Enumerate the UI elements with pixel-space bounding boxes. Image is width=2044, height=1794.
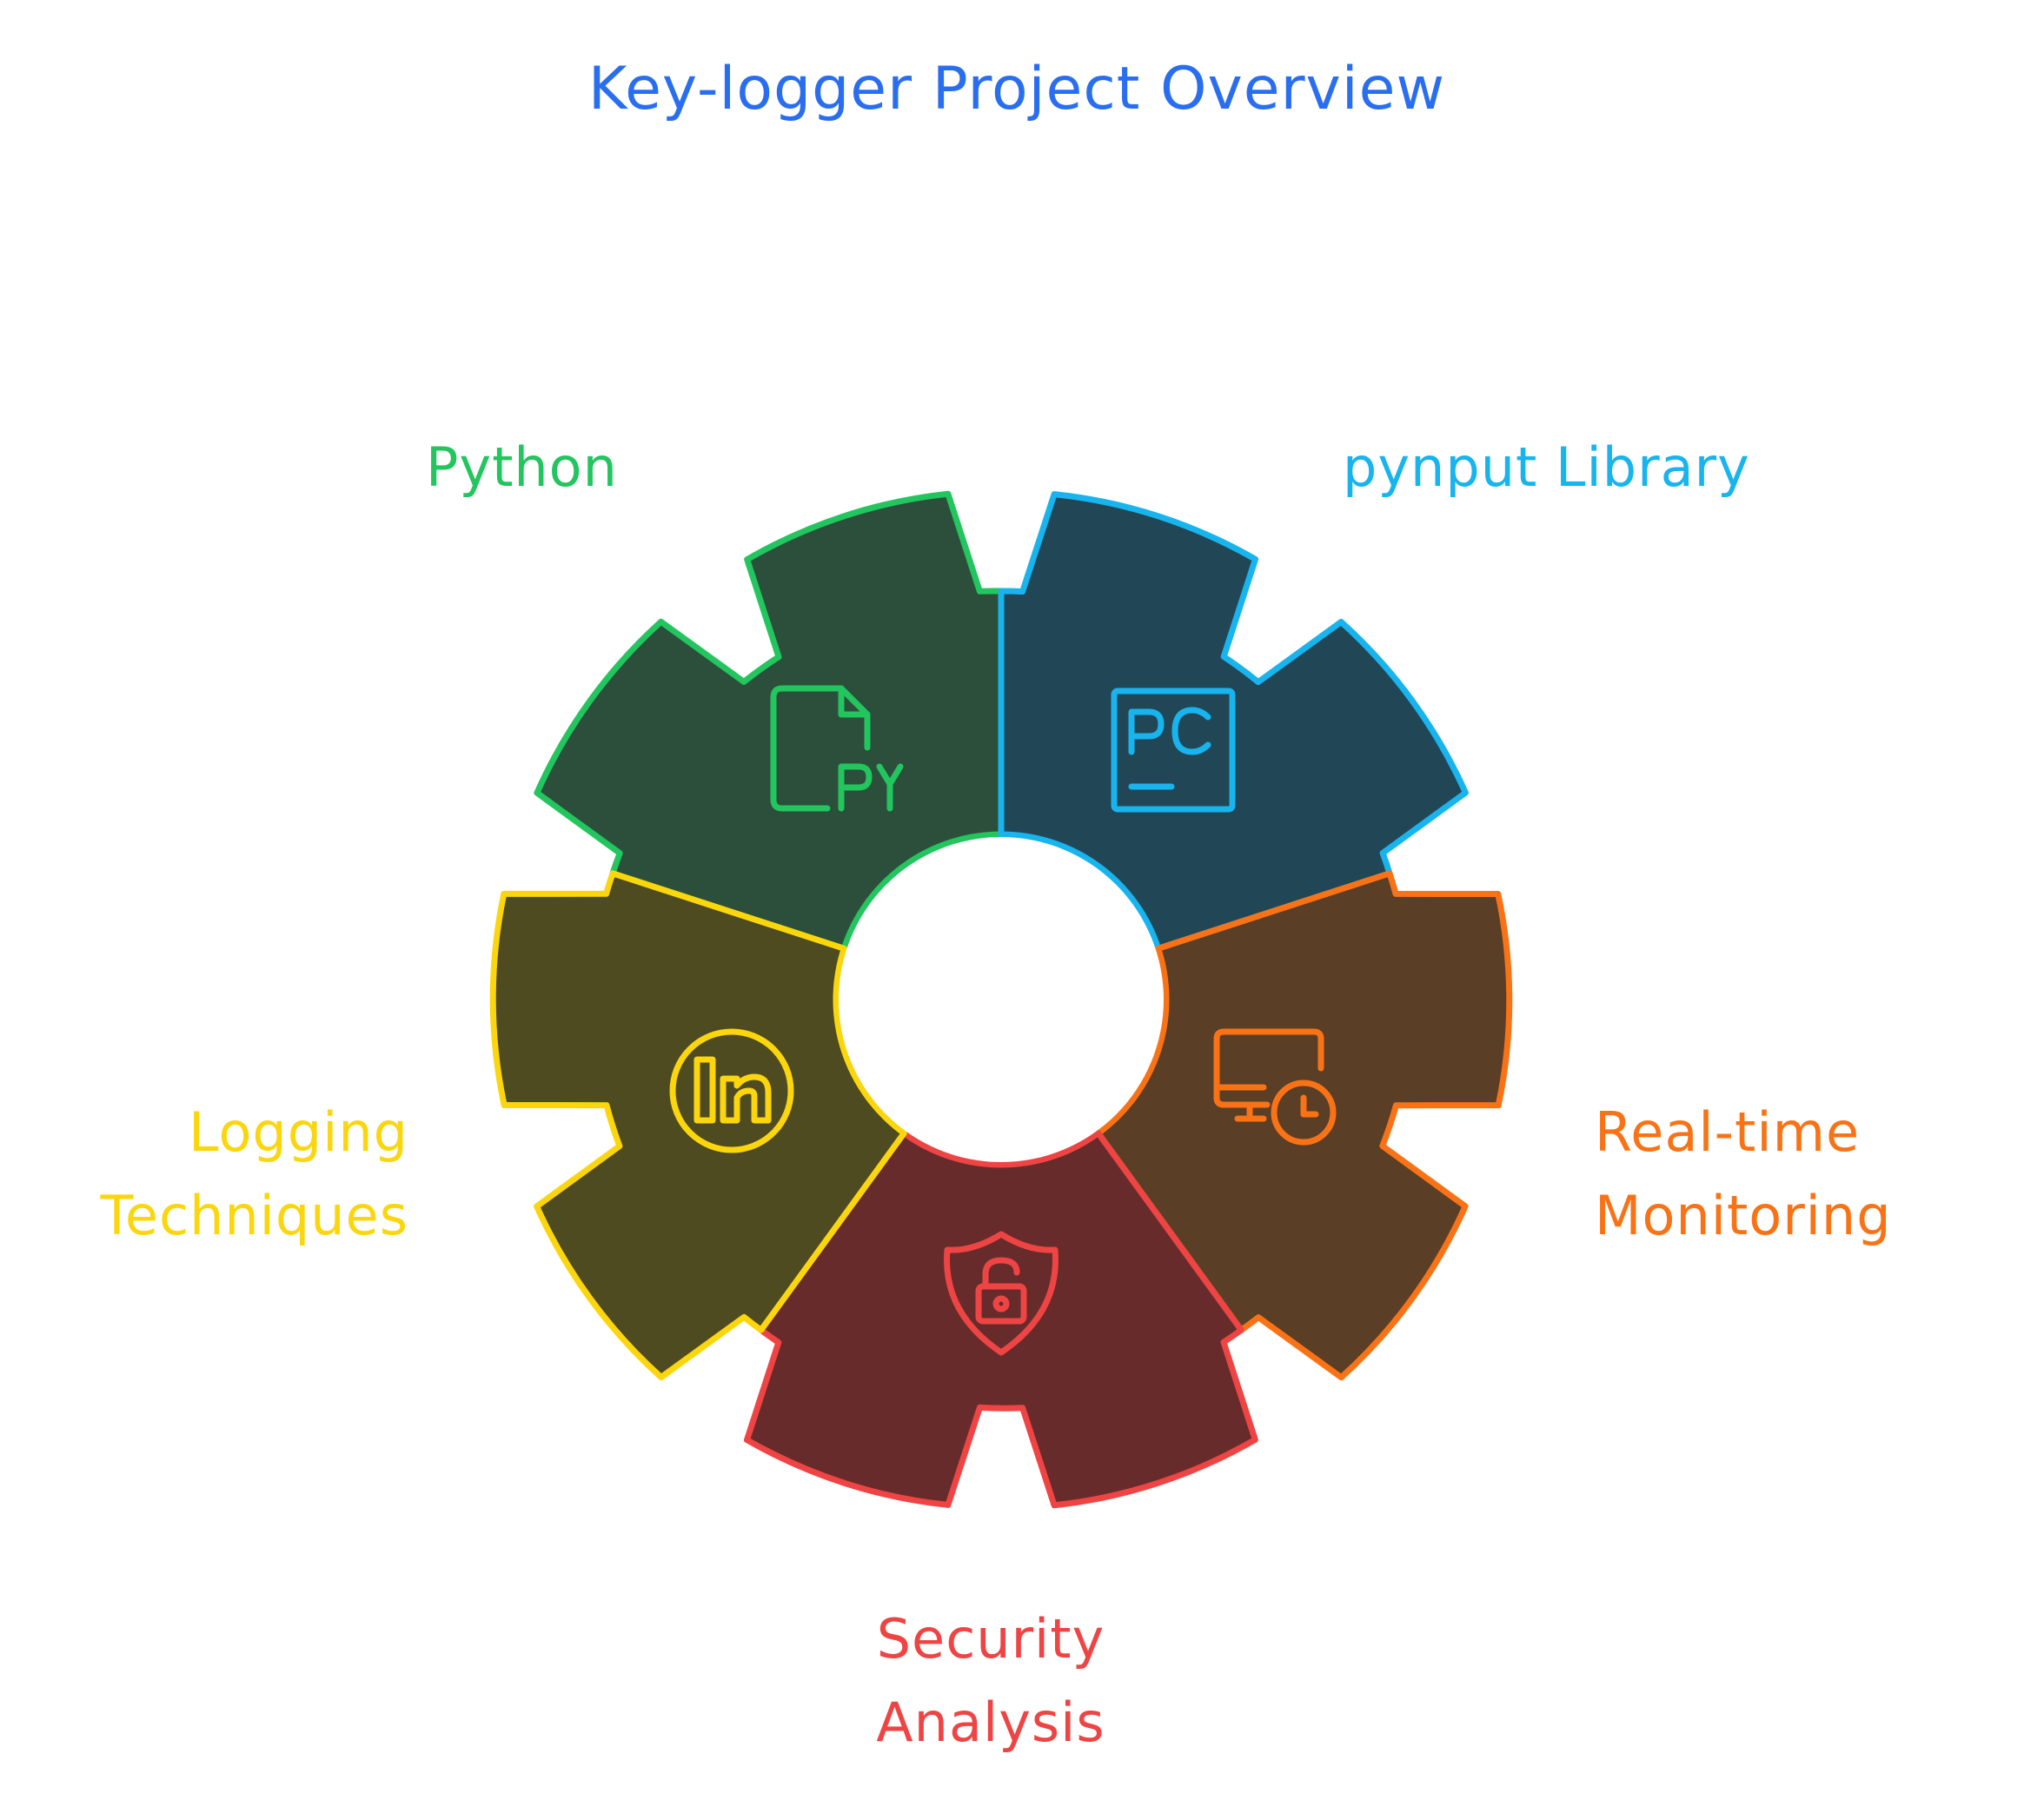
label-pynput-library: pynput Library	[1343, 426, 1750, 509]
gear-center-hole	[839, 837, 1164, 1162]
gear-segment-monitoring	[1095, 870, 1513, 1381]
python-file-icon	[770, 685, 904, 812]
gear-segment-python	[534, 490, 1005, 952]
linkedin-icon	[669, 1028, 794, 1153]
label-logging-line2: Techniques	[100, 1184, 408, 1247]
label-python: Python	[426, 426, 618, 509]
label-security-line1: Security	[876, 1607, 1105, 1671]
label-monitoring-line1: Real-time	[1595, 1100, 1861, 1164]
monitor-clock-icon	[1213, 1028, 1337, 1146]
label-real-time-monitoring: Real-time Monitoring	[1595, 1091, 1892, 1258]
label-logging-line1: Logging	[189, 1100, 408, 1164]
shield-lock-icon	[944, 1231, 1058, 1356]
gear-segment-logging	[489, 870, 907, 1380]
label-logging-techniques: Logging Techniques	[35, 1091, 408, 1258]
pycharm-icon	[1111, 688, 1236, 813]
label-security-line2: Analysis	[876, 1691, 1105, 1754]
label-python-text: Python	[426, 435, 618, 499]
label-monitoring-line2: Monitoring	[1595, 1184, 1892, 1247]
label-pynput-text: pynput Library	[1343, 435, 1750, 499]
label-security-analysis: Security Analysis	[782, 1598, 1199, 1764]
diagram-title: Key-logger Project Overview	[587, 55, 1446, 123]
